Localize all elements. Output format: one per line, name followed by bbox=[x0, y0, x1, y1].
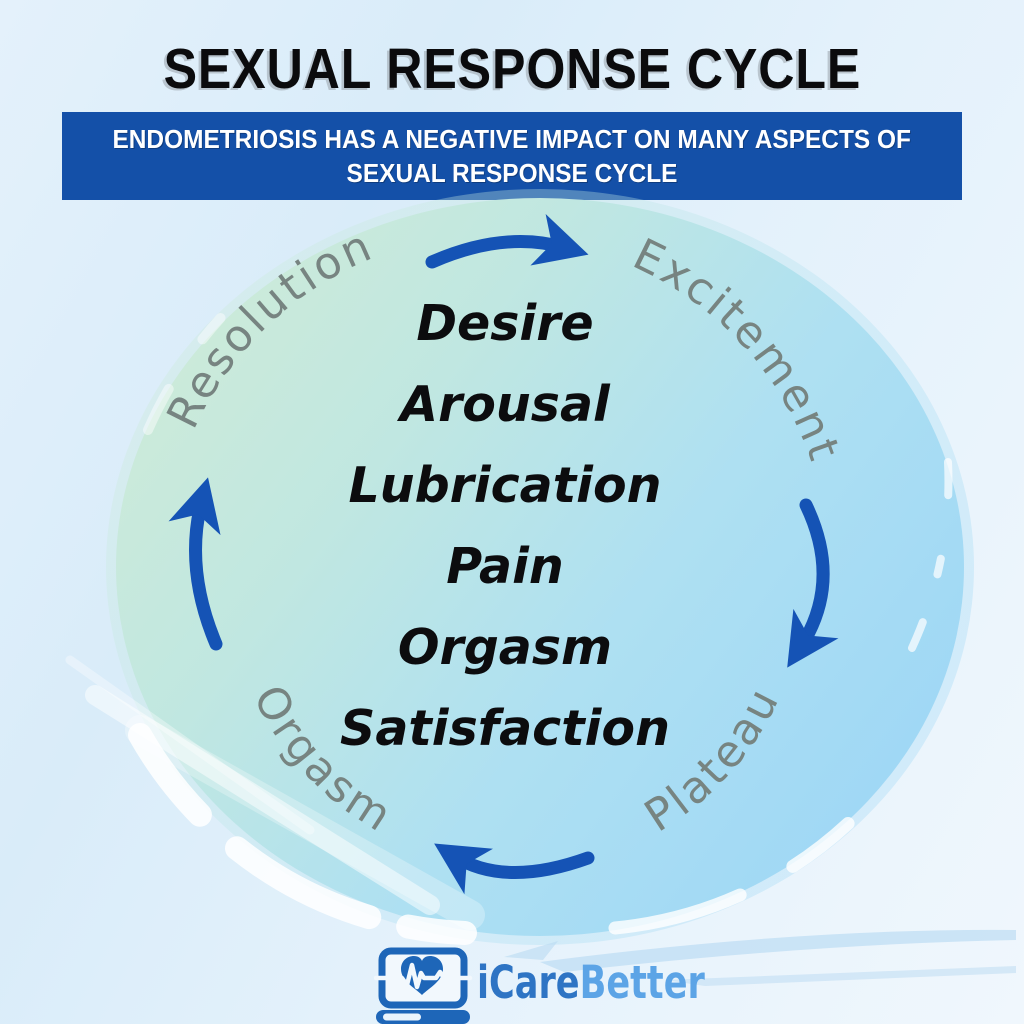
center-item-pain: Pain bbox=[446, 538, 564, 595]
banner-line-2: SEXUAL RESPONSE CYCLE bbox=[346, 158, 678, 188]
brush-edge-arc bbox=[143, 275, 265, 435]
center-item-lubrication: Lubrication bbox=[348, 457, 662, 514]
swoosh bbox=[665, 966, 1016, 986]
center-item-satisfaction: Satisfaction bbox=[340, 700, 670, 757]
laptop-heart-ekg-icon bbox=[374, 947, 473, 1024]
brand-logo: iCareBetter bbox=[374, 947, 769, 1024]
brand-name-primary: iCare bbox=[477, 955, 580, 1009]
arrow-excitement-to-plateau bbox=[787, 498, 839, 668]
center-item-orgasm: Orgasm bbox=[397, 619, 613, 676]
page-title: SEXUAL RESPONSE CYCLE bbox=[0, 36, 1024, 102]
brush-streak bbox=[125, 715, 485, 930]
swoosh bbox=[540, 929, 1016, 972]
banner-line-1: ENDOMETRIOSIS HAS A NEGATIVE IMPACT ON M… bbox=[112, 124, 912, 154]
subtitle-banner: ENDOMETRIOSIS HAS A NEGATIVE IMPACT ON M… bbox=[62, 112, 962, 200]
center-item-arousal: Arousal bbox=[400, 376, 610, 433]
cycle-center-list: Desire Arousal Lubrication Pain Orgasm S… bbox=[340, 283, 670, 769]
swoosh bbox=[504, 941, 558, 960]
page-title-text: SEXUAL RESPONSE CYCLE bbox=[163, 37, 861, 101]
center-item-desire: Desire bbox=[416, 295, 594, 352]
cycle-arrows bbox=[168, 213, 839, 895]
brand-name: iCareBetter bbox=[477, 956, 705, 1009]
brush-edge-arc bbox=[128, 723, 477, 945]
brush-strokes bbox=[65, 275, 953, 945]
decorative-swooshes bbox=[504, 929, 1016, 986]
arrow-plateau-to-orgasm bbox=[434, 843, 595, 895]
watercolor-circle bbox=[106, 189, 974, 945]
arrow-orgasm-to-resolution bbox=[168, 477, 223, 651]
ekg-line bbox=[374, 962, 473, 990]
brush-edge-arc bbox=[608, 755, 909, 935]
arrow-resolution-to-excitement bbox=[425, 213, 589, 269]
laptop-base-slot bbox=[383, 1013, 421, 1021]
circle-fill bbox=[116, 198, 964, 936]
brand-name-secondary: Better bbox=[579, 955, 705, 1009]
brush-streak bbox=[65, 655, 315, 835]
brush-edge-arc bbox=[908, 458, 953, 652]
